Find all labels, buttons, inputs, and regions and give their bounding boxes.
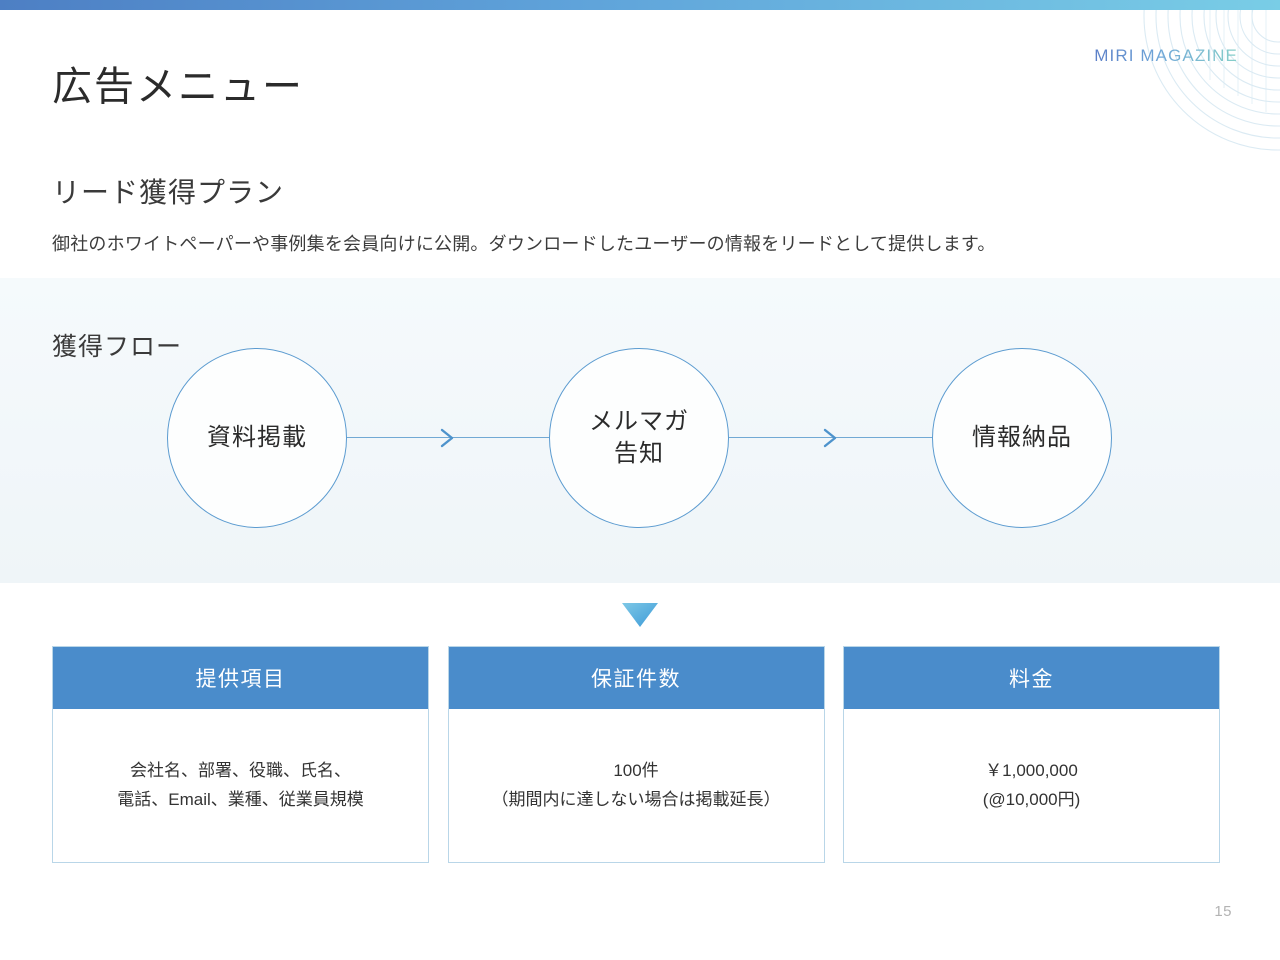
corner-arc-decoration: [1090, 10, 1280, 160]
flow-diagram: 資料掲載 メルマガ 告知 情報納品: [0, 348, 1280, 528]
flow-section-heading: 獲得フロー: [52, 333, 183, 361]
flow-step-3: 情報納品: [932, 348, 1112, 528]
top-accent-bar: [0, 0, 1280, 10]
page-number: 15: [1214, 903, 1232, 920]
spec-column-2-header: 保証件数: [448, 647, 824, 709]
flow-step-1-label: 資料掲載: [207, 424, 307, 452]
spec-column-3-line1: ￥1,000,000: [985, 760, 1078, 780]
triangle-down-icon: [620, 601, 660, 629]
lead-section-heading: リード獲得プラン: [52, 177, 285, 209]
chevron-right-icon: [822, 427, 840, 454]
spec-column-2-line1: 100件: [613, 760, 659, 780]
flow-connector-1: [347, 428, 549, 448]
spec-column-3-body: ￥1,000,000 (@10,000円): [844, 709, 1219, 862]
spec-column-2: 保証件数 100件 （期間内に達しない場合は掲載延長）: [447, 646, 825, 863]
spec-column-3: 料金 ￥1,000,000 (@10,000円): [843, 646, 1220, 863]
spec-column-3-line2: (@10,000円): [982, 789, 1081, 809]
page-title: 広告メニュー: [52, 64, 304, 109]
spec-column-1-body: 会社名、部署、役職、氏名、 電話、Email、業種、従業員規模: [53, 709, 428, 862]
spec-column-1-line1: 会社名、部署、役職、氏名、: [130, 760, 351, 780]
spec-column-2-line2: （期間内に達しない場合は掲載延長）: [491, 789, 781, 809]
spec-column-3-header: 料金: [844, 647, 1219, 709]
connector-line: [729, 437, 932, 439]
flow-step-2-label-line1: メルマガ: [589, 408, 689, 436]
spec-column-1-line2: 電話、Email、業種、従業員規模: [117, 789, 364, 809]
chevron-right-icon: [439, 427, 457, 454]
flow-step-1: 資料掲載: [167, 348, 347, 528]
flow-step-2-label: メルマガ 告知: [589, 406, 689, 469]
flow-connector-2: [729, 428, 932, 448]
flow-step-2-label-line2: 告知: [614, 440, 664, 467]
spec-column-1: 提供項目 会社名、部署、役職、氏名、 電話、Email、業種、従業員規模: [52, 646, 429, 863]
brand-logo: MIRI MAGAZINE: [1094, 46, 1238, 65]
spec-column-1-header: 提供項目: [53, 647, 428, 709]
connector-line: [347, 437, 549, 439]
spec-column-2-body: 100件 （期間内に達しない場合は掲載延長）: [449, 709, 824, 862]
spec-table: 提供項目 会社名、部署、役職、氏名、 電話、Email、業種、従業員規模 保証件…: [52, 646, 1220, 863]
lead-section-description: 御社のホワイトペーパーや事例集を会員向けに公開。ダウンロードしたユーザーの情報を…: [52, 234, 996, 254]
flow-step-2: メルマガ 告知: [549, 348, 729, 528]
flow-step-3-label: 情報納品: [972, 424, 1072, 452]
